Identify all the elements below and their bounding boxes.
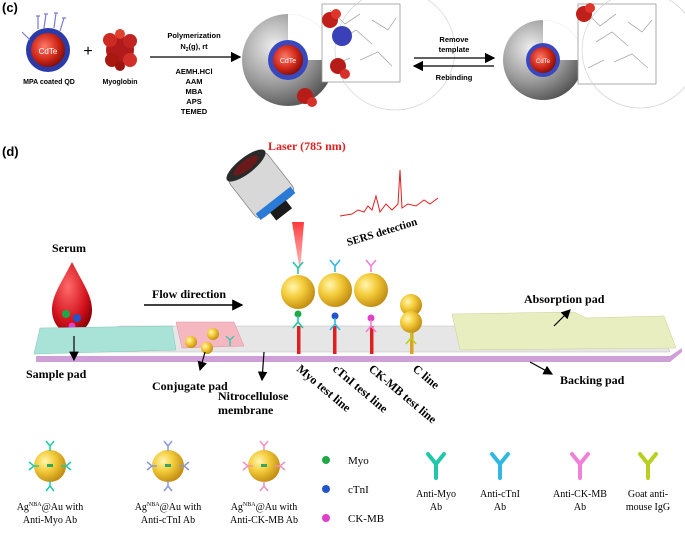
remove-template-label-1: Remove [439,35,468,44]
reagent-item: TEMED [181,107,208,116]
backing-pad-pointer [529,361,554,375]
anti-myo-antibody-icon [426,452,446,480]
membrane-pointer [257,351,268,382]
anti-myo-label-2: Ab [430,502,442,513]
myo-marker-label: Myo [348,455,369,467]
serum-drop [52,262,92,334]
imprinted-sphere-with-template: CdTe [242,0,456,111]
laser-beam [292,222,304,272]
absorption-pad-pointer [553,309,571,327]
laser-label: Laser (785 nm) [268,139,346,153]
conjugate-particles [185,328,235,354]
mip-core-label: CdTe [280,58,296,65]
probe-ckmb [242,440,286,492]
remove-template-label-2: template [439,45,470,54]
probe-ctni-caption-1: AgNBA@Au with [135,502,202,513]
absorption-pad-label: Absorption pad [524,292,605,306]
ckmb-marker-dot [322,514,330,522]
probe-myo-caption-2: Anti-Myo Ab [23,515,77,526]
ctni-marker-label: cTnI [348,484,369,496]
c-line-label: C line [410,362,443,393]
sers-spectrum [339,169,439,217]
goat-anti-mouse-igg-icon [638,452,658,480]
sample-pad-label: Sample pad [26,367,87,381]
ctni-test-line [333,326,337,354]
reagent-item: MBA [185,87,203,96]
probe-ckmb-caption-1: AgNBA@Au with [231,502,298,513]
test-line-labels: Myo test line cTnI test line CK-MB test … [294,362,443,427]
flow-direction-label: Flow direction [152,287,226,301]
legend-markers: Myo cTnI CK-MB [322,455,384,525]
goat-igg-label-1: Goat anti- [628,489,668,500]
serum-label: Serum [52,241,86,255]
laser-head-icon [226,149,296,221]
myoglobin-protein [103,29,137,71]
polymerization-label: Polymerization [167,31,221,40]
probe-myo [28,440,72,492]
backing-pad [36,348,682,362]
anti-ctni-label-1: Anti-cTnI [480,489,520,500]
qd-caption: MPA coated QD [23,79,75,86]
conjugate-pad-pointer [197,351,207,372]
rebinding-label: Rebinding [436,73,473,82]
ckmb-marker-label: CK-MB [348,513,384,525]
anti-ctni-antibody-icon [490,452,510,480]
membrane-label-1: Nitrocellulose [218,389,289,403]
probe-ckmb-caption-2: Anti-CK-MB Ab [230,515,298,526]
conjugate-pad-label: Conjugate pad [152,379,228,393]
ckmb-test-line [370,326,374,354]
legend-antibodies: Anti-Myo Ab Anti-cTnI Ab Anti-CK-MB Ab G… [416,452,670,513]
legend-probes: AgNBA@Au with Anti-Myo Ab AgNBA@Au with … [17,440,298,526]
final-core-label: CdTe [536,59,551,65]
probe-myo-caption-1: AgNBA@Au with [17,502,84,513]
reagent-item: APS [186,97,201,106]
myo-marker-dot [322,456,330,464]
qd-core-label: CdTe [39,47,58,56]
anti-ctni-label-2: Ab [494,502,506,513]
absorption-pad-strip [451,311,677,351]
probe-ctni-caption-2: Anti-cTnI Ab [141,515,195,526]
membrane-label-2: membrane [218,403,274,417]
panel-d-label: (d) [2,144,19,159]
anti-myo-label-1: Anti-Myo [416,489,456,500]
imprinted-sphere-empty: CdTe [503,0,685,109]
lateral-flow-strip [33,311,682,362]
myoglobin-caption: Myoglobin [103,79,138,86]
ctni-marker-dot [322,485,330,493]
plus-sign: + [83,43,92,60]
goat-igg-label-2: mouse IgG [626,502,670,513]
backing-pad-label: Backing pad [560,373,625,387]
reagent-list: AEMH.HCl AAM MBA APS TEMED [175,67,212,116]
probe-ctni [146,440,190,492]
polymerization-conditions: N2(g), rt [180,42,208,53]
anti-ckmb-label-2: Ab [574,502,586,513]
sers-label: SERS detection [345,216,418,249]
captured-probes [281,259,422,345]
anti-ckmb-label-1: Anti-CK-MB [553,489,607,500]
panel-c-label: (c) [2,0,18,15]
anti-ckmb-antibody-icon [570,452,590,480]
myo-test-line [297,326,301,354]
mpa-coated-qd: CdTe [21,12,70,72]
reagent-item: AAM [185,77,202,86]
reagent-item: AEMH.HCl [175,67,212,76]
sample-pad-strip [33,325,177,355]
